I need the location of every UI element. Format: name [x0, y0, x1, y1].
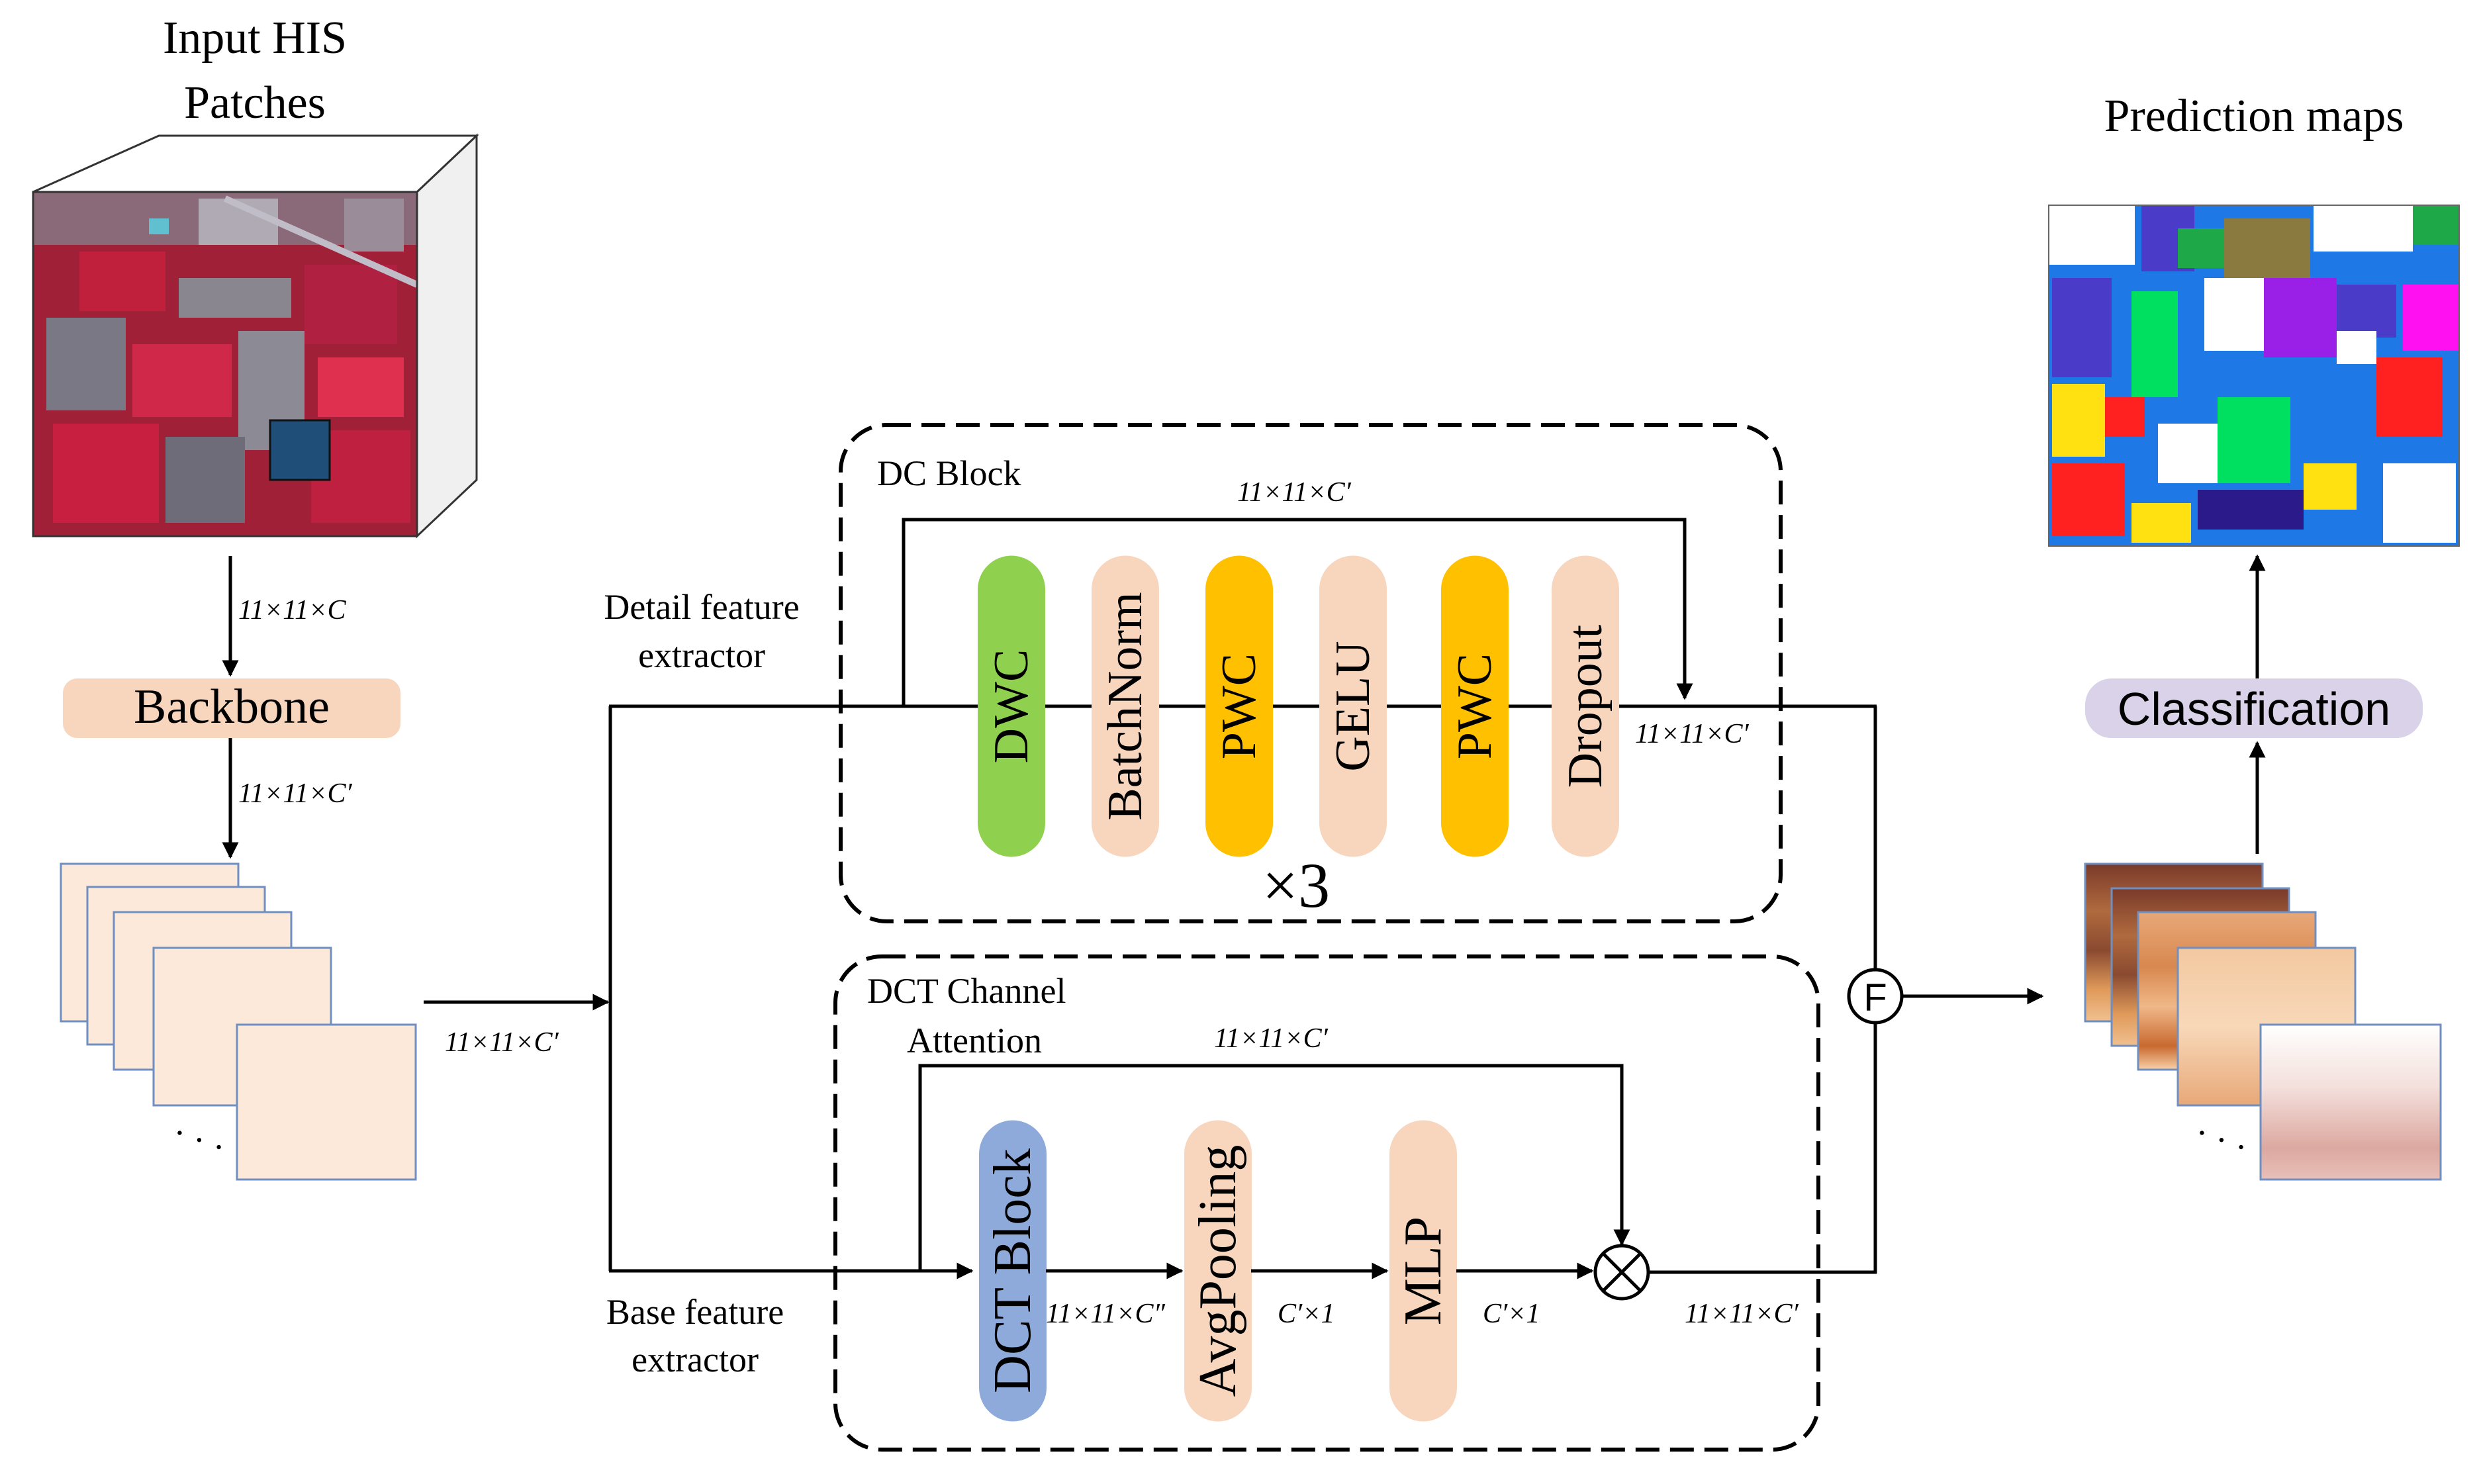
- prediction-title: Prediction maps: [2104, 91, 2404, 142]
- dc-block-title: DC Block: [877, 453, 1021, 493]
- classification-label: Classification: [2118, 683, 2390, 735]
- dc-layer-label-5: PWC: [1448, 653, 1502, 759]
- dim-backbone-out: 11×11×C′: [238, 778, 352, 809]
- base-label-line1: Base feature: [606, 1292, 784, 1332]
- dim-dct-skip: 11×11×C′: [1214, 1023, 1328, 1054]
- feature-stack: · · ·: [60, 862, 417, 1181]
- dct-layer-2: AvgPooling: [1184, 1120, 1252, 1422]
- dc-layer-1: DWC: [978, 555, 1045, 857]
- fused-feature-stack: · · ·: [2084, 862, 2442, 1181]
- classification-block: Classification: [2085, 678, 2423, 738]
- dc-layer-6: Dropout: [1552, 555, 1619, 857]
- dc-layers: DWC BatchNorm PWC GELU PWC Dropout: [978, 555, 1619, 857]
- detail-label-line2: extractor: [638, 635, 765, 675]
- dc-layer-label-4: GELU: [1326, 641, 1380, 771]
- prediction-map: Prediction maps: [2048, 91, 2460, 547]
- backbone-block: Backbone: [63, 678, 400, 738]
- detail-label-line1: Detail feature: [604, 587, 799, 627]
- dc-layer-label-1: DWC: [984, 649, 1039, 764]
- dct-layer-3: MLP: [1389, 1120, 1457, 1422]
- dim-dct-block-out: 11×11×C″: [1046, 1299, 1165, 1329]
- dc-block: DC Block 11×11×C′ DWC BatchNorm PWC GELU PWC…: [839, 423, 1877, 923]
- input-title-line1: Input HIS: [163, 13, 347, 64]
- fused-stack-ellipsis: · · ·: [2190, 1112, 2254, 1168]
- dct-attention-block: DCT Channel Attention 11×11×C′ DCT Block…: [833, 954, 1877, 1452]
- dc-layer-2: BatchNorm: [1092, 555, 1159, 857]
- dim-dc-skip: 11×11×C′: [1237, 477, 1351, 508]
- dct-layers: DCT Block AvgPooling MLP: [979, 1120, 1457, 1422]
- base-label-line2: extractor: [632, 1340, 759, 1379]
- dim-input-to-backbone: 11×11×C: [238, 595, 346, 626]
- dct-title-line1: DCT Channel: [867, 971, 1066, 1011]
- dc-repeat: ×3: [1262, 850, 1330, 921]
- dim-dc-out: 11×11×C′: [1635, 719, 1749, 749]
- dc-layer-3: PWC: [1205, 555, 1273, 857]
- dct-layer-1: DCT Block: [979, 1120, 1047, 1422]
- stack-ellipsis: · · ·: [167, 1112, 232, 1168]
- input-title-line2: Patches: [184, 77, 326, 128]
- patch-highlight: [269, 419, 331, 481]
- dc-layer-label-3: PWC: [1212, 653, 1266, 759]
- dct-title-line2: Attention: [907, 1021, 1042, 1060]
- dct-layer-label-2: AvgPooling: [1189, 1145, 1247, 1397]
- hsi-image: [33, 192, 419, 536]
- dct-layer-label-3: MLP: [1394, 1217, 1452, 1326]
- dim-stack-out: 11×11×C′: [445, 1027, 559, 1058]
- backbone-label: Backbone: [134, 680, 330, 734]
- dim-dct-out: 11×11×C′: [1685, 1299, 1799, 1329]
- fusion-label: F: [1863, 976, 1887, 1019]
- dct-layer-label-1: DCT Block: [984, 1148, 1042, 1393]
- dim-avgpool-out: C′×1: [1278, 1299, 1335, 1329]
- dc-layer-label-6: Dropout: [1558, 624, 1613, 788]
- fusion-node: F: [1847, 968, 1904, 1025]
- dim-mlp-out: C′×1: [1483, 1299, 1540, 1329]
- dc-layer-4: GELU: [1319, 555, 1387, 857]
- input-cube: Input HIS Patches: [32, 13, 479, 539]
- dc-layer-5: PWC: [1441, 555, 1509, 857]
- dc-layer-label-2: BatchNorm: [1098, 592, 1152, 820]
